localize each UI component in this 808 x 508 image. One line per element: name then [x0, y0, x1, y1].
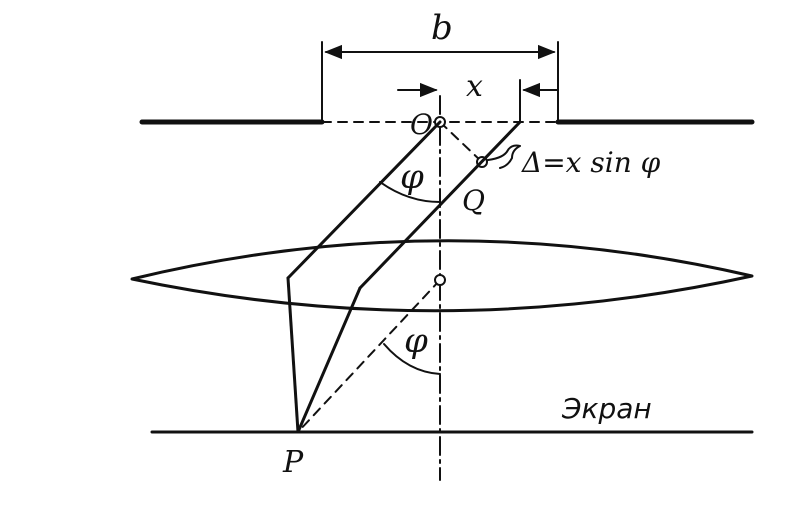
label-b: b: [431, 8, 453, 48]
ray-from-x: [358, 120, 522, 290]
ray-from-o: [286, 120, 442, 280]
brace-delta: [487, 144, 521, 169]
angle-arc-bottom: [383, 343, 441, 375]
slit-width-dimension: b: [321, 8, 559, 123]
label-p: P: [282, 445, 304, 480]
label-q: Q: [462, 184, 485, 217]
path-difference-construction: O Q Δ=x sin φ: [410, 108, 661, 217]
label-angle-top: φ: [400, 157, 424, 197]
label-x: x: [466, 69, 483, 104]
label-angle-bottom: φ: [404, 321, 428, 361]
label-path-difference: Δ=x sin φ: [521, 146, 661, 179]
screen: Экран P: [150, 392, 754, 480]
angles: φ φ: [379, 157, 441, 375]
lens-center-marker: [434, 274, 446, 286]
central-ray-dashed: [297, 279, 441, 433]
perpendicular-oq: [439, 121, 483, 163]
label-screen: Экран: [561, 392, 652, 425]
label-o: O: [410, 108, 433, 141]
lens: [130, 239, 754, 313]
refracted-ray-left: [286, 276, 300, 434]
offset-dimension: x: [397, 69, 559, 123]
refracted-ray-right: [296, 286, 362, 434]
angle-arc-top: [379, 181, 441, 203]
